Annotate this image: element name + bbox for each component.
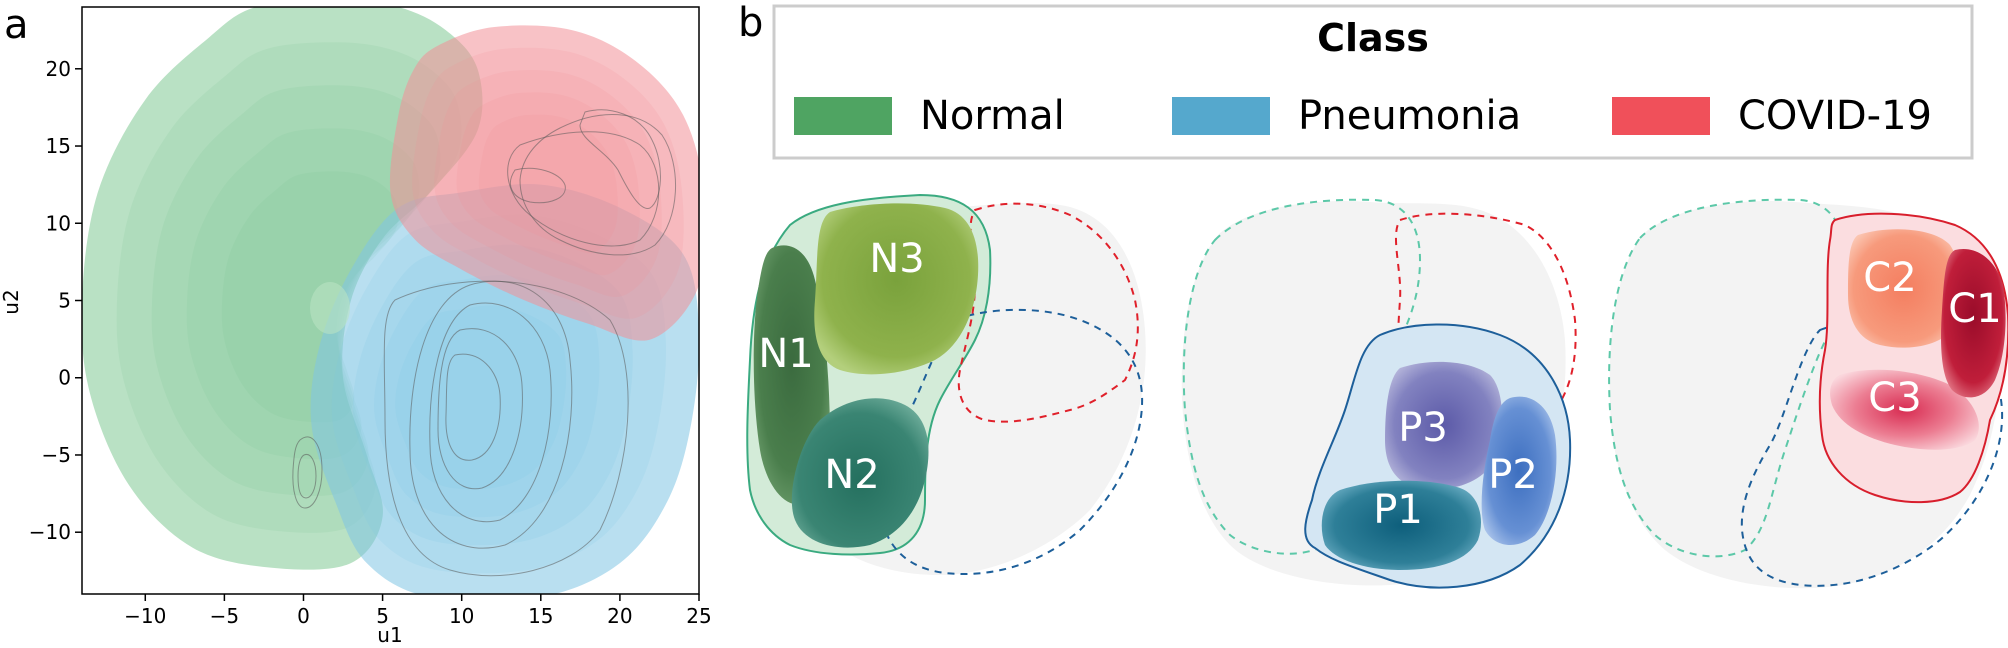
panel-a-axes: −10 −5 0 5 10 15 20 25 −10 −5 0 5 10 15 20 (29, 57, 712, 628)
covid-19-density-level-1 (389, 25, 699, 341)
subpanel-pneumonia: P3 P2 P1 (1181, 198, 1577, 589)
cluster-label-n1: N1 (758, 331, 813, 377)
x-tick-label: −10 (124, 604, 166, 628)
covid-contour-4 (519, 113, 676, 256)
x-tick-label: 20 (607, 604, 632, 628)
pneumonia-cluster-p1 (1321, 480, 1481, 570)
cluster-label-p2: P2 (1488, 452, 1538, 498)
legend-swatch-pneumonia (1172, 97, 1270, 135)
normal-contour-2 (297, 453, 317, 499)
panel-b-letter: b (738, 0, 763, 46)
normal-density-level-2 (116, 42, 462, 533)
covid-cluster-c3 (1830, 369, 1979, 450)
legend-label-covid: COVID-19 (1738, 93, 1932, 139)
panel-a-density-plot (82, 7, 699, 594)
y-tick-label: 20 (46, 57, 71, 81)
covid-19-density-level-2 (412, 47, 684, 319)
covid-contour-2 (579, 109, 661, 209)
cluster-label-p3: P3 (1398, 405, 1448, 451)
pneumonia-density-level-5 (395, 305, 567, 490)
legend-swatch-covid (1612, 97, 1710, 135)
pneumonia-density-level-3 (352, 244, 633, 546)
legend-box (772, 4, 1974, 160)
pneumonia-contour-4 (445, 353, 501, 461)
y-tick-label: 5 (58, 289, 71, 313)
legend-label-normal: Normal (920, 93, 1065, 139)
covid-19-density-level-5 (478, 114, 618, 254)
y-tick-label: −5 (42, 443, 71, 467)
x-axis-label: u1 (377, 623, 402, 647)
normal-cluster-n3 (814, 203, 979, 375)
normal-density-level-4 (186, 128, 420, 460)
covid-cluster-c2 (1848, 229, 1960, 348)
pneumonia-contour-1 (409, 280, 573, 549)
covid-cluster-c1 (1941, 248, 2006, 398)
normal-dashed-outline (1608, 198, 1847, 558)
pneumonia-contour-5 (383, 280, 629, 577)
cluster-label-c3: C3 (1868, 375, 1921, 421)
cluster-label-n3: N3 (869, 236, 924, 282)
pneumonia-cluster-p3 (1385, 361, 1502, 490)
legend-swatch-normal (794, 97, 892, 135)
subpanel-covid: C2 C1 C3 (1608, 198, 2008, 589)
covid-19-density-level-4 (456, 92, 640, 276)
y-tick-label: 15 (46, 134, 71, 158)
covid-contour-1 (507, 131, 660, 247)
covid-contour-3 (510, 167, 566, 204)
x-tick-label: −5 (210, 604, 239, 628)
x-tick-label: 5 (376, 604, 389, 628)
legend-label-pneumonia: Pneumonia (1298, 93, 1521, 139)
x-tick-label: 10 (449, 604, 474, 628)
y-tick-label: −10 (29, 520, 71, 544)
y-axis-label: u2 (0, 289, 23, 314)
x-tick-label: 15 (528, 604, 553, 628)
density-layers (82, 7, 699, 594)
normal-contour-1 (292, 436, 323, 509)
covid-dashed-outline (957, 202, 1139, 423)
cluster-label-n2: N2 (824, 452, 879, 498)
cluster-label-c1: C1 (1948, 286, 2001, 332)
panel-a-letter: a (4, 2, 29, 48)
legend-title: Class (1317, 16, 1429, 60)
normal-density-level-1 (82, 7, 483, 570)
covid-19-density-level-3 (434, 69, 662, 297)
normal-cluster-n2 (791, 398, 929, 548)
pneumonia-contour-2 (429, 302, 552, 523)
subpanel-normal: N1 N2 N3 (746, 193, 1146, 576)
x-tick-label: 0 (297, 604, 310, 628)
y-tick-label: 0 (58, 366, 71, 390)
cluster-label-c2: C2 (1863, 255, 1916, 301)
y-tick-label: 10 (46, 211, 71, 235)
contour-lines (292, 109, 676, 577)
pneumonia-cluster-p2 (1481, 396, 1557, 546)
cluster-label-p1: P1 (1373, 487, 1423, 533)
legend: Class Normal Pneumonia COVID-19 (772, 4, 1974, 160)
normal-density-level-3 (151, 85, 441, 497)
pneumonia-contour-3 (437, 328, 523, 490)
normal-density-level-5 (221, 171, 399, 423)
normal-peak-highlight (310, 282, 350, 334)
x-tick-label: 25 (686, 604, 711, 628)
